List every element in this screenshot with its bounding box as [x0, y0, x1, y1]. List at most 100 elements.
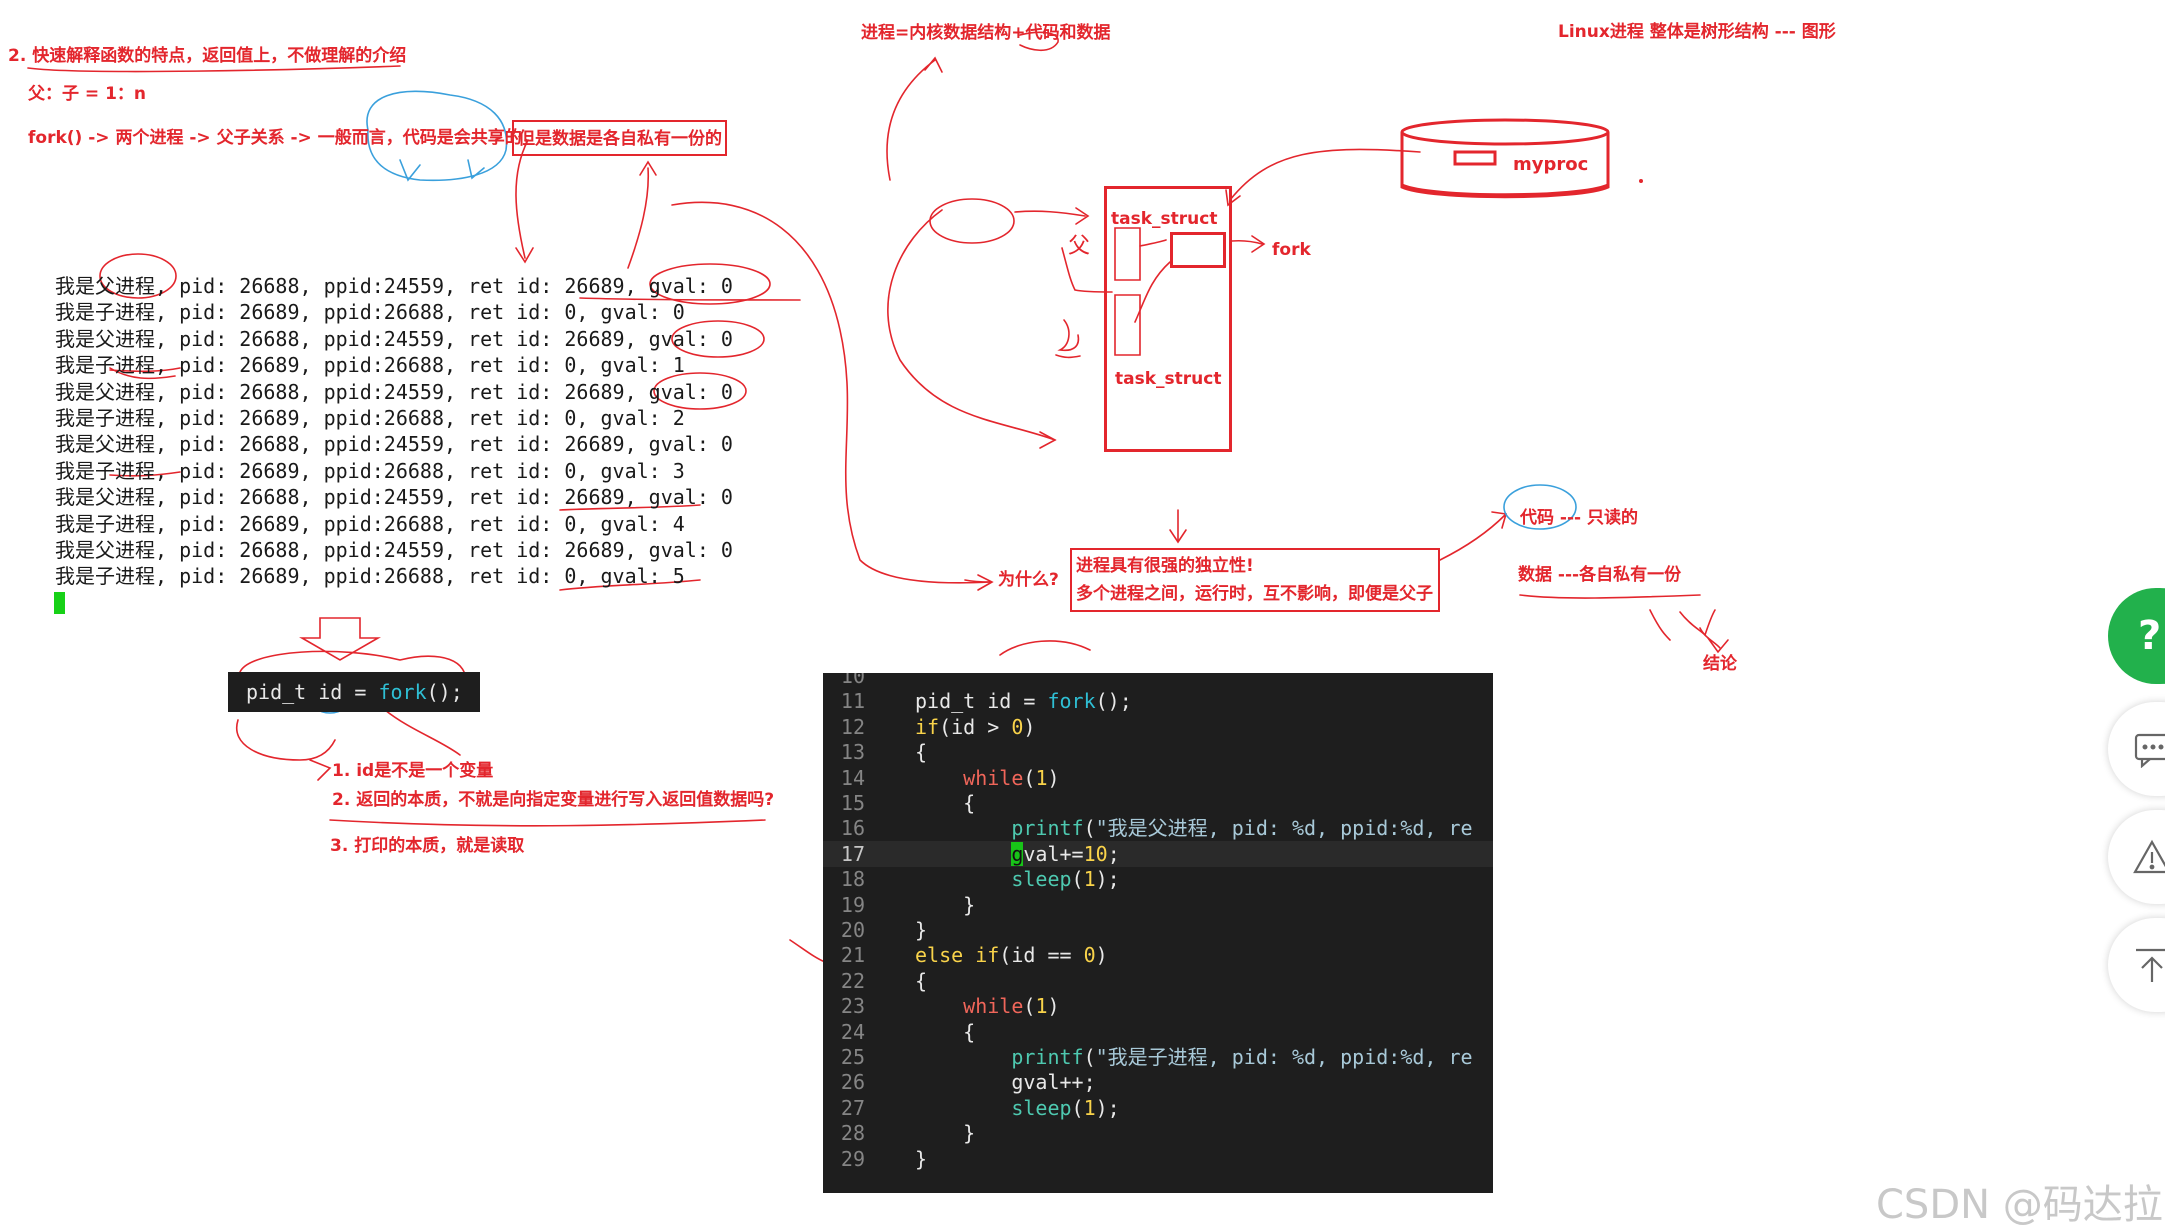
code-token: (	[1023, 765, 1036, 790]
code-line[interactable]: 26 gval++;	[823, 1069, 1493, 1095]
code-line[interactable]: 28 }	[823, 1120, 1493, 1146]
fork-inner-box	[1170, 232, 1226, 268]
code-token: sleep	[1011, 867, 1072, 892]
code-token: 1	[1035, 765, 1048, 790]
code-token: (	[1023, 994, 1036, 1019]
note-tree-structure: Linux进程 整体是树形结构 --- 图形	[1558, 22, 1836, 42]
code-token	[915, 842, 1011, 866]
line-number: 27	[840, 1095, 865, 1120]
line-number: 22	[840, 968, 865, 993]
terminal-line: 我是父进程, pid: 26688, ppid:24559, ret id: 2…	[55, 326, 733, 351]
note-box-independence: 进程具有很强的独立性! 多个进程之间，运行时，互不影响，即便是父子	[1070, 548, 1440, 612]
terminal-line: 我是子进程, pid: 26689, ppid:26688, ret id: 0…	[55, 511, 685, 536]
code-text: }	[915, 892, 975, 918]
code-token: fork	[1047, 689, 1096, 714]
code-text: {	[915, 739, 927, 765]
note-question-1: 1. id是不是一个变量	[332, 761, 494, 781]
terminal-line: 我是子进程, pid: 26689, ppid:26688, ret id: 0…	[55, 405, 685, 430]
code-text: sleep(1);	[915, 1095, 1119, 1121]
code-token	[915, 867, 1011, 891]
note-independence-title: 进程具有很强的独立性!	[1076, 556, 1254, 576]
code-token: val+=	[1023, 841, 1084, 866]
code-text: while(1)	[915, 765, 1060, 791]
code-token: (id >	[939, 714, 1012, 739]
code-line[interactable]: 29}	[823, 1146, 1493, 1172]
code-token: (	[1071, 1095, 1084, 1120]
code-token: while	[963, 994, 1024, 1019]
code-token: 0	[1083, 943, 1096, 968]
line-number: 14	[840, 765, 865, 790]
code-token: else if	[915, 943, 1000, 968]
code-line[interactable]: 17 gval+=10;	[823, 840, 1493, 868]
code-token: )	[1095, 943, 1108, 968]
terminal-line: 我是子进程, pid: 26689, ppid:26688, ret id: 0…	[55, 458, 685, 483]
code-token: {	[915, 791, 976, 815]
code-token: printf	[1011, 816, 1084, 841]
note-zh-fu: 父	[1068, 234, 1091, 259]
task-struct-label-top: task_struct	[1111, 209, 1218, 229]
line-number: 23	[840, 994, 865, 1019]
line-number: 26	[840, 1070, 865, 1095]
code-token: }	[915, 892, 976, 917]
code-line[interactable]: 14 while(1)	[823, 765, 1493, 791]
terminal-line: 我是父进程, pid: 26688, ppid:24559, ret id: 2…	[55, 274, 733, 298]
code-line[interactable]: 15 {	[823, 790, 1493, 816]
code-line[interactable]: 22 {	[823, 968, 1493, 994]
code-token: 0	[1011, 714, 1024, 739]
code-text: printf("我是父进程, pid: %d, ppid:%d, re	[915, 815, 1473, 841]
code-token: ();	[1095, 689, 1132, 714]
code-text: printf("我是子进程, pid: %d, ppid:%d, re	[915, 1044, 1472, 1070]
comment-button[interactable]	[2108, 702, 2165, 796]
code-token: )	[1047, 765, 1060, 790]
code-token	[915, 816, 1011, 840]
code-line[interactable]: 13 {	[823, 739, 1493, 765]
code-text: {	[915, 1019, 975, 1045]
code-line[interactable]: 16 printf("我是父进程, pid: %d, ppid:%d, re	[823, 815, 1493, 841]
code-text: gval++;	[915, 1069, 1095, 1095]
code-token: 1	[1035, 994, 1048, 1019]
terminal-line: 我是子进程, pid: 26689, ppid:26688, ret id: 0…	[55, 564, 685, 589]
code-token: )	[1023, 714, 1036, 739]
code-line[interactable]: 23 while(1)	[823, 993, 1493, 1019]
code-token: pid_t id =	[915, 689, 1048, 714]
code-text: {	[915, 968, 927, 994]
line-number: 17	[840, 841, 865, 866]
code-line[interactable]: 24 {	[823, 1019, 1493, 1045]
help-button[interactable]: ?	[2108, 588, 2165, 684]
note-data-private: 数据 ---各自私有一份	[1518, 565, 1682, 585]
task-struct-box: task_struct task_struct	[1104, 186, 1232, 452]
line-number: 24	[840, 1019, 865, 1044]
note-question-2: 2. 返回的本质，不就是向指定变量进行写入返回值数据吗?	[332, 790, 775, 810]
code-text: }	[915, 1146, 927, 1172]
snippet-assign: =	[342, 680, 379, 704]
code-token: while	[963, 765, 1024, 790]
line-number: 21	[840, 943, 865, 968]
back-to-top-button[interactable]	[2108, 918, 2165, 1012]
code-token: }	[915, 918, 928, 942]
code-line[interactable]: 25 printf("我是子进程, pid: %d, ppid:%d, re	[823, 1044, 1493, 1070]
code-line[interactable]: 20}	[823, 917, 1493, 943]
code-line[interactable]: 10	[823, 673, 1493, 689]
code-text: }	[915, 917, 927, 943]
line-number: 13	[840, 740, 865, 765]
code-line[interactable]: 27 sleep(1);	[823, 1095, 1493, 1121]
code-token: printf	[1011, 1045, 1084, 1069]
code-token: "我是父进程, pid: %d, ppid:%d, re	[1095, 816, 1473, 841]
note-fork-code-shared: fork() -> 两个进程 -> 父子关系 -> 一般而言，代码是会共享的，	[28, 128, 539, 148]
note-question-3: 3. 打印的本质，就是读取	[330, 836, 525, 856]
code-line[interactable]: 19 }	[823, 892, 1493, 918]
code-text: pid_t id = fork();	[915, 688, 1132, 714]
note-code-readonly: 代码 --- 只读的	[1520, 508, 1639, 528]
line-number: 25	[840, 1045, 865, 1069]
line-number: 19	[840, 892, 865, 917]
note-fork: fork	[1272, 240, 1311, 260]
db-myproc-label: myproc	[1513, 154, 1589, 175]
help-icon: ?	[2138, 613, 2162, 659]
code-line[interactable]: 18 sleep(1);	[823, 866, 1493, 892]
terminal-cursor	[54, 592, 65, 614]
report-button[interactable]	[2108, 810, 2165, 904]
